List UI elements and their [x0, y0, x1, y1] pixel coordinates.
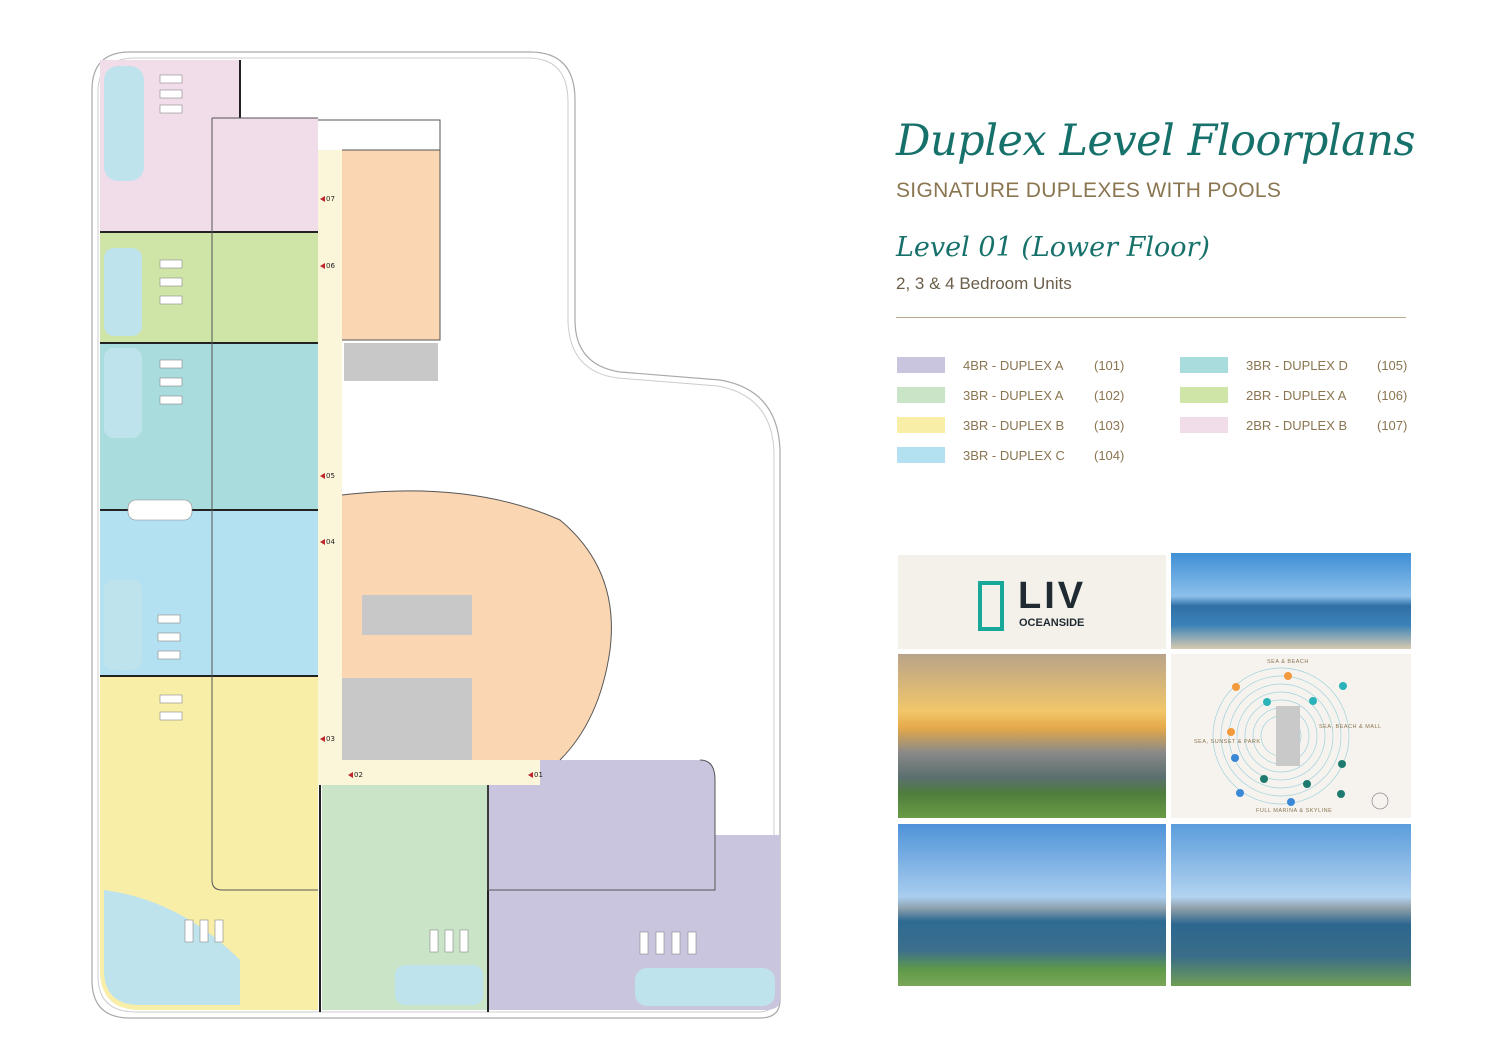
unit-101[interactable]: [488, 760, 780, 1010]
legend-code: (101): [1094, 357, 1125, 373]
view-map: SEA & BEACH SEA, BEACH & MALL SEA, SUNSE…: [1171, 654, 1411, 818]
pool-105: [104, 348, 142, 438]
pool-106: [104, 248, 142, 336]
legend-swatch: [897, 357, 945, 373]
legend-swatch: [897, 387, 945, 403]
pool-103: [104, 890, 240, 1005]
unit-marker-05: 05: [320, 472, 335, 480]
legend-name: 3BR - DUPLEX A: [963, 387, 1064, 403]
legend-code: (106): [1377, 387, 1408, 403]
units-caption: 2, 3 & 4 Bedroom Units: [896, 274, 1072, 293]
unit-marker-02: 02: [348, 771, 363, 779]
unit-marker-04: 04: [320, 538, 335, 546]
pool-101: [635, 968, 775, 1006]
view-label-bottom: FULL MARINA & SKYLINE: [1256, 808, 1333, 814]
legend-name: 2BR - DUPLEX A: [1246, 387, 1347, 403]
view-label-right: SEA, BEACH & MALL: [1319, 724, 1382, 730]
unit-marker-01: 01: [528, 771, 543, 779]
legend-name: 4BR - DUPLEX A: [963, 357, 1064, 373]
legend-swatch: [897, 417, 945, 433]
legend-item: 3BR - DUPLEX D (105): [1180, 355, 1407, 375]
pool-102: [395, 965, 483, 1005]
logo-brand: LIV: [1018, 575, 1087, 617]
unit-marker-06: 06: [320, 262, 335, 270]
legend-code: (102): [1094, 387, 1125, 403]
unit-marker-03: 03: [320, 735, 335, 743]
legend-swatch: [1180, 417, 1228, 433]
unit-107[interactable]: [100, 60, 318, 232]
corridor: [318, 150, 540, 785]
unit-marker-07: 07: [320, 195, 335, 203]
legend-name: 2BR - DUPLEX B: [1246, 417, 1348, 433]
legend-name: 3BR - DUPLEX B: [963, 417, 1065, 433]
legend-item: 3BR - DUPLEX C (104): [897, 445, 1124, 465]
view-label-left: SEA, SUNSET & PARK: [1194, 739, 1261, 745]
legend-item: 3BR - DUPLEX A (102): [897, 385, 1124, 405]
pool-104: [104, 580, 142, 670]
logo-tagline: OCEANSIDE: [1019, 617, 1085, 629]
legend-swatch: [1180, 387, 1228, 403]
legend-code: (105): [1377, 357, 1408, 373]
legend-code: (103): [1094, 417, 1125, 433]
level-heading: Level 01 (Lower Floor): [896, 232, 1210, 263]
amenity-upper: [342, 150, 440, 340]
page-subtitle: SIGNATURE DUPLEXES WITH POOLS: [896, 179, 1282, 202]
divider: [896, 317, 1406, 318]
view-label-top: SEA & BEACH: [1267, 659, 1309, 665]
lift-core: [362, 595, 472, 635]
page-title: Duplex Level Floorplans: [896, 116, 1416, 166]
legend-item: 2BR - DUPLEX B (107): [1180, 415, 1407, 435]
legend-item: 3BR - DUPLEX B (103): [897, 415, 1124, 435]
legend-name: 3BR - DUPLEX D: [1246, 357, 1348, 373]
view-rings: [1212, 667, 1389, 810]
pool-107: [104, 66, 144, 181]
legend-item: 2BR - DUPLEX A (106): [1180, 385, 1407, 405]
sunset-photo: [898, 654, 1166, 818]
legend-swatch: [1180, 357, 1228, 373]
legend-item: 4BR - DUPLEX A (101): [897, 355, 1124, 375]
core-upper: [344, 343, 438, 381]
legend-code: (104): [1094, 447, 1125, 463]
beach-photo: [1171, 553, 1411, 649]
marina-photo-2: [1171, 824, 1411, 986]
legend-code: (107): [1377, 417, 1408, 433]
legend-name: 3BR - DUPLEX C: [963, 447, 1065, 463]
logo-mark-icon: [978, 581, 1004, 631]
legend-swatch: [897, 447, 945, 463]
core-lower: [342, 678, 472, 760]
logo-panel: LIV OCEANSIDE: [898, 555, 1166, 649]
marina-photo-1: [898, 824, 1166, 986]
